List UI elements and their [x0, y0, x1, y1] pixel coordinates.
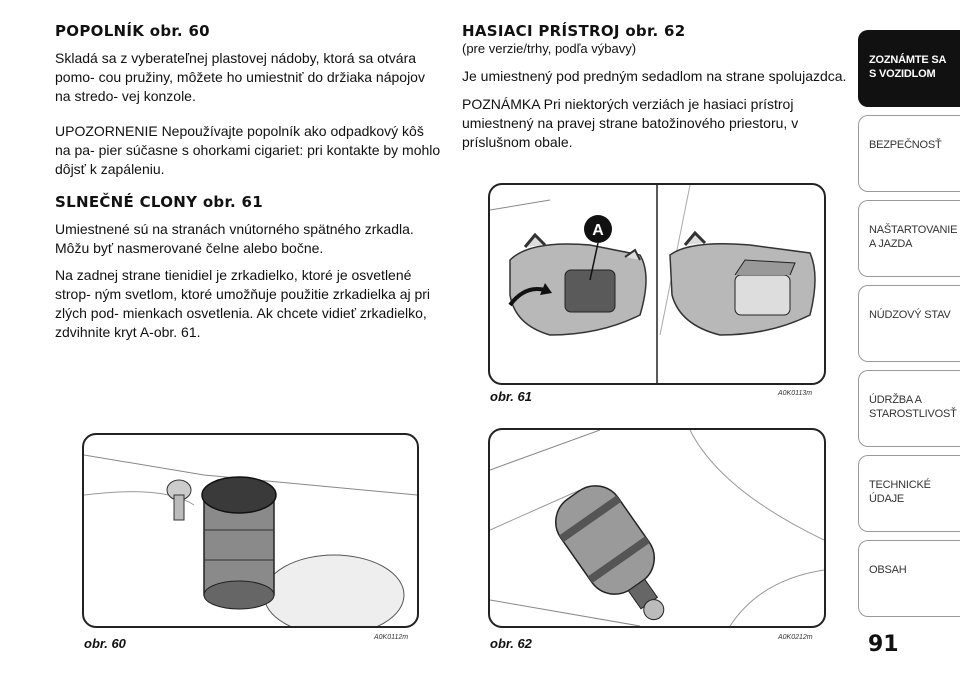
- marker-a-icon: [584, 215, 612, 243]
- figure-61-caption: obr. 61: [490, 389, 532, 404]
- figure-60-code: A0K0112m: [374, 634, 409, 641]
- sun-visor-illustration: A: [490, 185, 816, 383]
- fire-extinguisher-note: POZNÁMKA Pri niektorých verziách je hasi…: [462, 96, 799, 150]
- sun-visors-location: Umiestnené sú na stranách vnútorného spä…: [55, 221, 414, 256]
- figure-62-code: A0K0212m: [778, 634, 813, 641]
- ashtray-description: Skladá sa z vyberateľnej plastovej nádob…: [55, 50, 425, 104]
- right-column: HASIACI PRÍSTROJ obr. 62 (pre verzie/trh…: [462, 22, 848, 152]
- figure-61-sun-visors: A: [488, 183, 826, 385]
- fire-extinguisher-illustration: [490, 430, 824, 626]
- page-number: 91: [868, 632, 899, 657]
- figure-62-fire-extinguisher: [488, 428, 826, 628]
- sun-visors-mirror: Na zadnej strane tienidiel je zrkadielko…: [55, 267, 431, 340]
- heading-fire-extinguisher: HASIACI PRÍSTROJ obr. 62: [462, 22, 686, 40]
- tab-nudzovy-stav[interactable]: NÚDZOVÝ STAV: [858, 285, 960, 362]
- figure-61-code: A0K0113m: [778, 390, 813, 397]
- tab-udrzba-a-starostlivost[interactable]: ÚDRŽBA A STAROSTLIVOSŤ: [858, 370, 960, 447]
- figure-60-caption: obr. 60: [84, 636, 126, 651]
- tab-technicke-udaje[interactable]: TECHNICKÉ ÚDAJE: [858, 455, 960, 532]
- left-column: POPOLNÍK obr. 60 Skladá sa z vyberateľne…: [55, 22, 441, 342]
- heading-ashtray: POPOLNÍK obr. 60: [55, 22, 210, 40]
- tab-bezpecnost[interactable]: BEZPEČNOSŤ: [858, 115, 960, 192]
- fire-extinguisher-location: Je umiestnený pod predným sedadlom na st…: [462, 68, 847, 84]
- marker-a-label: A: [592, 222, 604, 239]
- tab-obsah[interactable]: OBSAH: [858, 540, 960, 617]
- figure-62-caption: obr. 62: [490, 636, 532, 651]
- ashtray-warning: UPOZORNENIE Nepoužívajte popolník ako od…: [55, 123, 441, 177]
- heading-sun-visors: SLNEČNÉ CLONY obr. 61: [55, 193, 264, 211]
- fire-extinguisher-subtitle: (pre verzie/trhy, podľa výbavy): [462, 41, 637, 56]
- figure-60-ashtray: [82, 433, 419, 628]
- tab-nastartovanie-a-jazda[interactable]: NAŠTARTOVANIE A JAZDA: [858, 200, 960, 277]
- tab-zoznamte-sa-s-vozidlom[interactable]: ZOZNÁMTE SA S VOZIDLOM: [858, 30, 960, 107]
- ashtray-illustration: [84, 454, 417, 626]
